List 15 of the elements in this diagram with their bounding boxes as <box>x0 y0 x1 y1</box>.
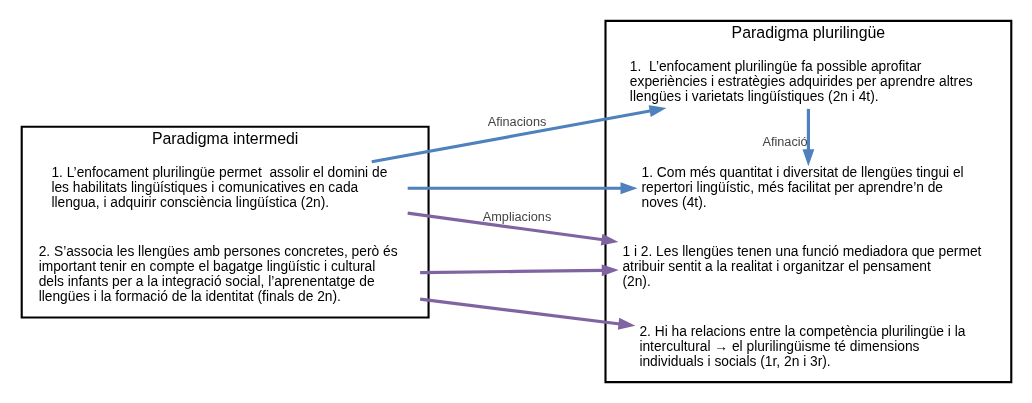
edge-label: Ampliacions <box>482 208 551 224</box>
arrow <box>801 108 814 167</box>
node-text: 1 i 2. Les llengües tenen una funció mediadora que permet atribuir sentit a la realitat i organitzar el pensament (2n). <box>621 244 981 290</box>
arrow <box>370 105 666 164</box>
arrow <box>407 182 637 195</box>
edge-label: Afinacions <box>487 114 546 130</box>
arrow <box>419 297 635 330</box>
edge-label: Afinació <box>761 133 808 149</box>
node-text: 1. Com més quantitat i diversitat de llengües tingui el repertori lingüístic, més facilitat per aprendre’n de noves (4t). <box>641 165 964 210</box>
node-text: 2. S’associa les llengües amb persones concretes, però és important tenir en compte el bagatge lingüístic i cultural dels infants per a la integració social, l’aprenentatge de llengües i la formació de la identitat (finals de 2n). <box>38 244 398 304</box>
arrow <box>406 211 618 246</box>
node-text: 1. L’enfocament plurilingüe permet assolir el domini de les habilitats lingüístiques i comunicatives en cada llengua, i adquirir consciència lingüística (2n). <box>50 165 387 210</box>
node-text: 2. Hi ha relacions entre la competència plurilingüe i la intercultural → el plurilingüisme té dimensions individuals i socials (1r, 2n i 3r). <box>638 323 965 369</box>
node-text: 1. L’enfocament plurilingüe fa possible aprofitar experiències i estratègies adquirides per aprendre altres llengües i varietats lingüístiques (2n i 4t). <box>629 59 973 104</box>
arrow <box>419 264 619 277</box>
